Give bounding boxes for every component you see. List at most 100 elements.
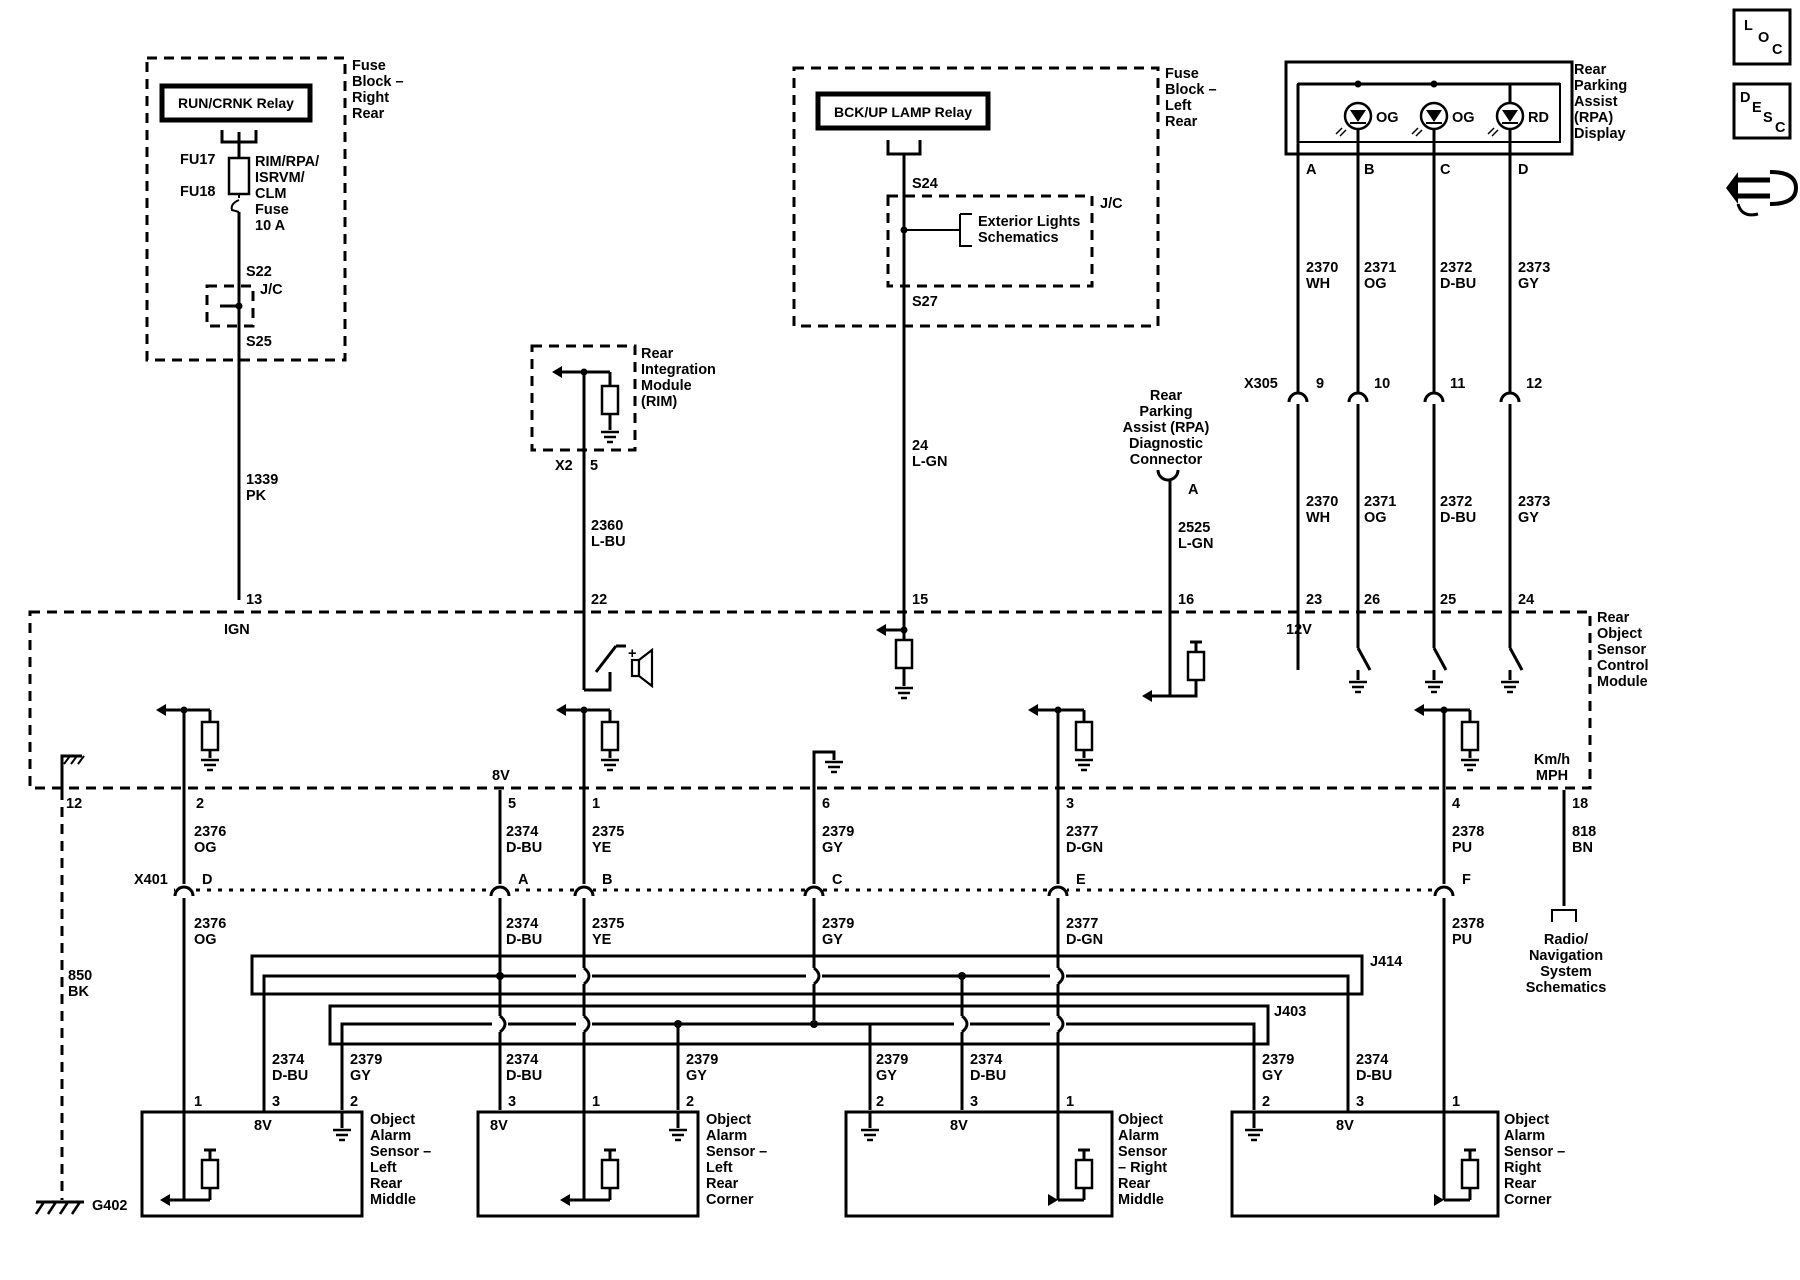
s4-pin1: 1: [1452, 1094, 1460, 1110]
s3-label-5: Rear: [1118, 1176, 1151, 1192]
x305-pin-10: 10: [1374, 376, 1390, 392]
wire-2376-num-a: 2376: [194, 824, 226, 840]
desc-e: E: [1752, 100, 1762, 116]
fuse-block-right-label-1: Fuse: [352, 58, 386, 74]
wire-2372-color-b: D-BU: [1440, 510, 1476, 526]
led-icon: [1335, 101, 1373, 137]
fuse-block-left-label-4: Rear: [1165, 114, 1198, 130]
wire-2374-num-b: 2374: [506, 916, 538, 932]
loc-button[interactable]: L O C: [1732, 8, 1792, 66]
wire-2370-color-a: WH: [1306, 276, 1330, 292]
wire-2378-color-a: PU: [1452, 840, 1472, 856]
s3-pin3: 3: [970, 1094, 978, 1110]
wire-2373-color-a: GY: [1518, 276, 1539, 292]
desc-d: D: [1740, 90, 1750, 106]
wire-2376-color-b: OG: [194, 932, 217, 948]
wire-2374-color-b: D-BU: [506, 932, 542, 948]
wire-850-color: BK: [68, 984, 89, 1000]
s2-wire-2374-color: D-BU: [506, 1068, 542, 1084]
pin-4: 4: [1452, 796, 1460, 812]
s3-wire-2379-num: 2379: [876, 1052, 908, 1068]
wire-2379-num-b: 2379: [822, 916, 854, 932]
pin-15: 15: [912, 592, 928, 608]
wire-2360-num: 2360: [591, 518, 623, 534]
wire-2371-num-b: 2371: [1364, 494, 1396, 510]
s4-wire-2374-color: D-BU: [1356, 1068, 1392, 1084]
wire-2379-color-b: GY: [822, 932, 843, 948]
fuse-block-right-label-3: Right: [352, 90, 389, 106]
fuse-desc-2: ISRVM/: [255, 170, 305, 186]
crossovers: [492, 966, 1066, 1034]
wire-2372-num-a: 2372: [1440, 260, 1472, 276]
wire-1339-color: PK: [246, 488, 267, 504]
fuse-block-left-label-3: Left: [1165, 98, 1192, 114]
v12-label: 12V: [1286, 622, 1312, 638]
fu18-label: FU18: [180, 184, 215, 200]
wire-24-color: L-GN: [912, 454, 947, 470]
x401-connector: X401 D A B C E F: [134, 872, 1471, 898]
wire-2377-color-b: D-GN: [1066, 932, 1103, 948]
fuse-block-right-label-4: Rear: [352, 106, 385, 122]
s1-label-3: Sensor –: [370, 1144, 431, 1160]
diag-label-3: Assist (RPA): [1123, 420, 1210, 436]
module-label-3: Sensor: [1597, 642, 1647, 658]
s3-label-3: Sensor: [1118, 1144, 1168, 1160]
s4-label-6: Corner: [1504, 1192, 1552, 1208]
radio-navigation-ref: Radio/ Navigation System Schematics: [1526, 909, 1606, 996]
s1-wire-2374-num: 2374: [272, 1052, 304, 1068]
wire-2376-color-a: OG: [194, 840, 217, 856]
s3-wire-2374-color: D-BU: [970, 1068, 1006, 1084]
led-icon: [1487, 101, 1525, 137]
s2-label-2: Alarm: [706, 1128, 747, 1144]
s4-label-3: Sensor –: [1504, 1144, 1565, 1160]
jc-label-2: J/C: [1100, 196, 1123, 212]
g402-label: G402: [92, 1198, 127, 1214]
wire-2373-color-b: GY: [1518, 510, 1539, 526]
desc-button[interactable]: D E S C: [1732, 82, 1792, 140]
x305-pin-11: 11: [1450, 376, 1465, 392]
fuse-block-left-label-1: Fuse: [1165, 66, 1199, 82]
s3-wire-2379-color: GY: [876, 1068, 897, 1084]
wire-24-num: 24: [912, 438, 928, 454]
s27-label: S27: [912, 294, 938, 310]
wire-2374-num-a: 2374: [506, 824, 538, 840]
ground-g402: G402: [34, 1198, 127, 1215]
desc-s: S: [1763, 110, 1773, 126]
wire-2370-color-b: WH: [1306, 510, 1330, 526]
wire-2375-color-a: YE: [592, 840, 612, 856]
diag-label-4: Diagnostic: [1129, 436, 1203, 452]
exterior-lights-2: Schematics: [978, 230, 1059, 246]
wire-2378-num-b: 2378: [1452, 916, 1484, 932]
fuse-desc-3: CLM: [255, 186, 286, 202]
s4-label-1: Object: [1504, 1112, 1549, 1128]
wire-2379-color-a: GY: [822, 840, 843, 856]
s4-pin3: 3: [1356, 1094, 1364, 1110]
s1-pin1: 1: [194, 1094, 202, 1110]
wire-2377-num-b: 2377: [1066, 916, 1098, 932]
speed-label-2: MPH: [1536, 768, 1568, 784]
pin-16: 16: [1178, 592, 1194, 608]
splice-pack-j414: J414: [250, 954, 1402, 1112]
rim-label-2: Integration: [641, 362, 716, 378]
s4-wire-2379-color: GY: [1262, 1068, 1283, 1084]
j414-label: J414: [1370, 954, 1402, 970]
fuse-desc-4: Fuse: [255, 202, 289, 218]
connector-tool-icon[interactable]: [1726, 170, 1799, 217]
x305-pin-9: 9: [1316, 376, 1324, 392]
pin-18: 18: [1572, 796, 1588, 812]
wire-2377-num-a: 2377: [1066, 824, 1098, 840]
pin-5: 5: [508, 796, 516, 812]
s1-wire-2374-color: D-BU: [272, 1068, 308, 1084]
s3-label-4: – Right: [1118, 1160, 1167, 1176]
wire-818-color: BN: [1572, 840, 1593, 856]
rear-object-sensor-control-module: Rear Object Sensor Control Module 13 22 …: [28, 592, 1649, 812]
x305-pin-12: 12: [1526, 376, 1542, 392]
rim-label-3: Module: [641, 378, 692, 394]
s2-8v: 8V: [490, 1118, 508, 1134]
s1-pin2: 2: [350, 1094, 358, 1110]
pin-2: 2: [196, 796, 204, 812]
x401-pin-b: B: [602, 872, 612, 888]
pin-12: 12: [66, 796, 82, 812]
s3-8v: 8V: [950, 1118, 968, 1134]
